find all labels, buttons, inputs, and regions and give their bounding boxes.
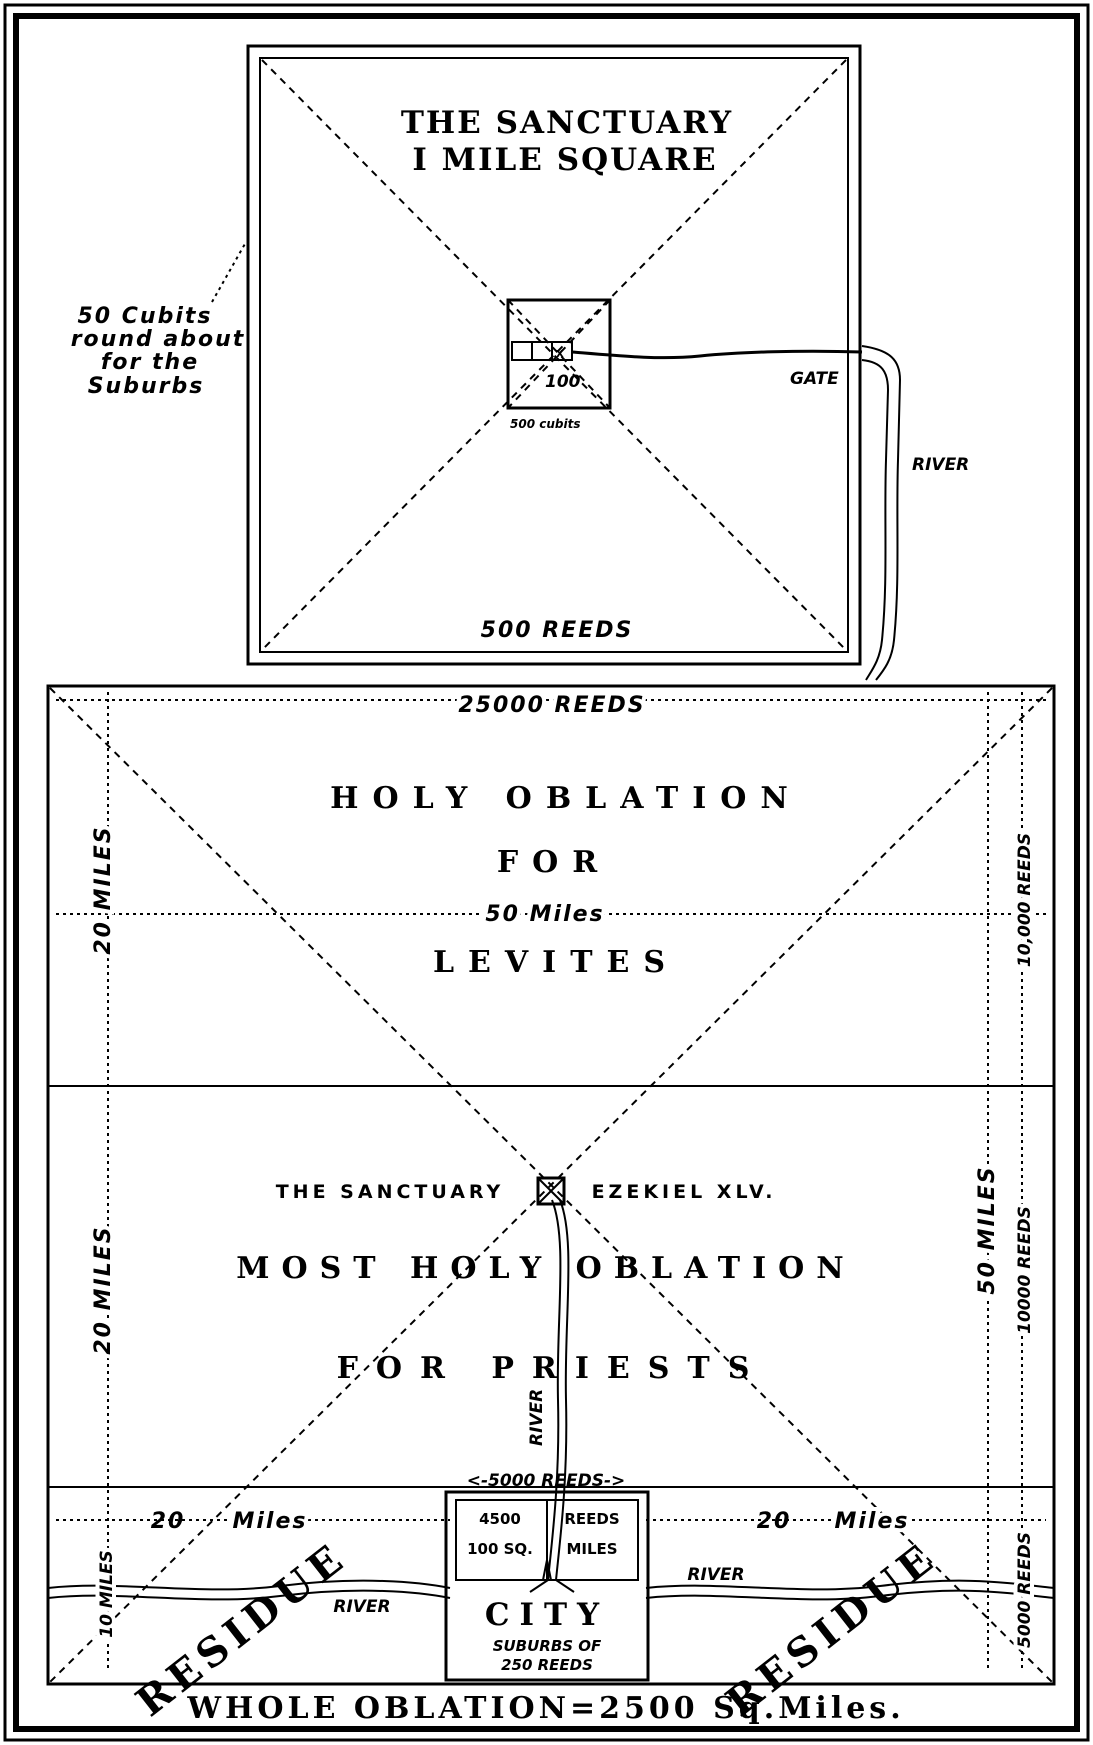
sanctuary-title-1: THE SANCTUARY <box>401 105 733 141</box>
levites-line-3: LEVITES <box>433 945 679 980</box>
suburbs-note-4: Suburbs <box>88 374 205 399</box>
outer-border <box>3 3 1090 1742</box>
river-vertical-label: RIVER <box>527 1389 547 1446</box>
footer-caption: WHOLE OBLATION=2500 Sq.Miles. <box>186 1691 904 1726</box>
right-50-miles: 50 MILES <box>975 1165 1000 1294</box>
city-label: CITY <box>485 1597 609 1633</box>
altar-box <box>511 341 573 361</box>
river-vertical <box>529 1199 562 1593</box>
right-20: 20 <box>757 1509 792 1534</box>
river-label-right: RIVER <box>687 1565 744 1585</box>
city-miles: MILES <box>566 1540 617 1558</box>
top-reeds-label: 25000 REEDS <box>458 693 645 718</box>
right-miles: Miles <box>835 1509 910 1534</box>
altar-x: x <box>556 346 564 360</box>
city-suburbs-1: SUBURBS OF <box>493 1637 602 1655</box>
left-20: 20 <box>151 1509 186 1534</box>
right-reeds-top: 10,000 REEDS <box>1015 833 1035 967</box>
left-20-miles-mid: 20 MILES <box>91 1225 116 1354</box>
suburbs-note-2: round about <box>71 327 246 352</box>
right-reeds-bottom: 5000 REEDS <box>1015 1532 1035 1648</box>
width-miles-label: 50 Miles <box>485 902 604 927</box>
gate-label: GATE <box>790 369 839 389</box>
sanctuary-small-label: THE SANCTUARY <box>276 1181 505 1203</box>
right-reeds-mid: 10000 REEDS <box>1015 1206 1035 1334</box>
sanctuary-title-2: I MILE SQUARE <box>412 142 717 178</box>
city-suburbs-2: 250 REEDS <box>501 1656 593 1674</box>
priests-line-2: FOR PRIESTS <box>337 1351 768 1386</box>
city-block <box>444 1490 650 1682</box>
levites-line-1: HOLY OBLATION <box>330 781 802 816</box>
oblation-area: 25000 REEDS HOLY OBLATION FOR 50 Miles L… <box>46 684 1056 1726</box>
inner-100-label: 100 <box>545 372 581 392</box>
city-100sq: 100 SQ. <box>467 1540 533 1558</box>
city-reeds: REEDS <box>564 1510 619 1528</box>
river-label-left: RIVER <box>333 1597 390 1617</box>
inner-border <box>13 13 1080 1732</box>
left-20-miles-top: 20 MILES <box>91 825 116 954</box>
left-miles: Miles <box>233 1509 308 1534</box>
river-horizontal <box>47 1579 451 1591</box>
left-10-miles: 10 MILES <box>97 1550 117 1638</box>
sanctuary-bottom-reeds: 500 REEDS <box>481 618 634 643</box>
priests-line-1: MOST HOLY OBLATION <box>236 1251 855 1286</box>
suburbs-note-3: for the <box>101 350 199 375</box>
sanctuary-marker <box>536 1176 566 1206</box>
city-top-reeds: <-5000 REEDS-> <box>467 1471 626 1491</box>
river-label-top: RIVER <box>912 455 969 475</box>
levites-line-2: FOR <box>497 845 611 880</box>
city-4500: 4500 <box>479 1510 521 1528</box>
suburbs-note-1: 50 Cubits <box>78 304 213 329</box>
ezekiel-label: EZEKIEL XLV. <box>592 1181 777 1203</box>
inner-cubits-label: 500 cubits <box>510 417 580 431</box>
river-path-top <box>571 349 863 360</box>
sanctuary-square: x 100 500 cubits GATE RIVER THE SANCTUAR… <box>71 44 969 681</box>
